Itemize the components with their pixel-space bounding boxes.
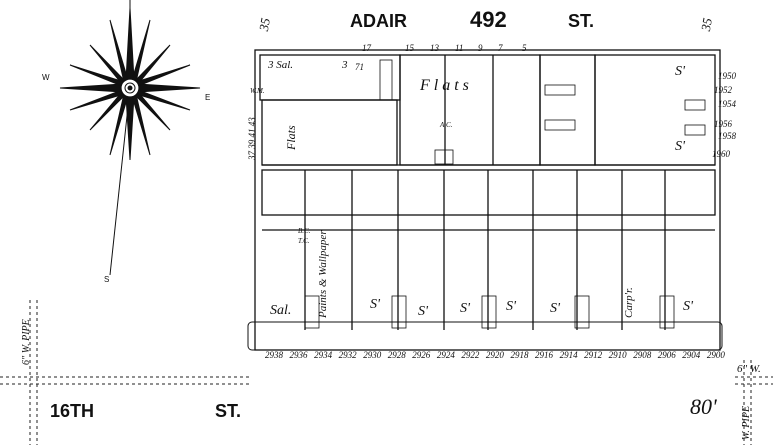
misc-bc: B.C. bbox=[298, 227, 311, 235]
store-label-3: S' bbox=[370, 297, 380, 312]
carpenter-label: Carp'r. bbox=[623, 287, 635, 318]
top-address-7: 7 bbox=[498, 43, 503, 53]
compass-south: S bbox=[104, 275, 110, 284]
right-address-1950: 1950 bbox=[718, 71, 736, 81]
water-pipe-lines bbox=[0, 300, 773, 445]
address: 2924 bbox=[436, 350, 455, 360]
compass-rose-icon bbox=[59, 0, 201, 276]
address: 2908 bbox=[633, 350, 652, 360]
label-three: 3 bbox=[342, 59, 348, 71]
address: 2918 bbox=[510, 350, 529, 360]
address: 2930 bbox=[363, 350, 382, 360]
misc-wm: W.M. bbox=[250, 87, 265, 95]
compass-west: W bbox=[42, 73, 50, 82]
address: 2914 bbox=[559, 350, 578, 360]
street-label-adair-st: ST. bbox=[568, 11, 595, 31]
corner-number-right: 35 bbox=[697, 16, 716, 33]
address: 2920 bbox=[485, 350, 504, 360]
frontage-dimension: 80' bbox=[690, 394, 717, 419]
address: 2936 bbox=[289, 350, 308, 360]
paints-wallpaper-label: Paints & Wallpaper bbox=[317, 230, 329, 318]
street-label-16th-st: ST. bbox=[215, 401, 242, 421]
store-label-7: S' bbox=[550, 301, 560, 316]
label-seventeen: 17 bbox=[362, 43, 371, 53]
left-side-addresses: 37 39 41 43 bbox=[247, 117, 257, 160]
address: 2904 bbox=[682, 350, 701, 360]
right-address-1952: 1952 bbox=[714, 85, 732, 95]
label-three-sal: 3 Sal. bbox=[268, 59, 294, 71]
store-label-6: S' bbox=[506, 299, 516, 314]
stair-hatches bbox=[304, 59, 706, 329]
city-block bbox=[247, 49, 723, 351]
misc-tc: T.C. bbox=[298, 237, 310, 245]
top-address-5: 5 bbox=[522, 43, 527, 53]
address: 2900 bbox=[706, 350, 725, 360]
label-seventy-one: 71 bbox=[355, 62, 364, 72]
street-label-16th: 16TH bbox=[50, 401, 95, 421]
store-label-4: S' bbox=[418, 304, 428, 319]
store-label-2: S' bbox=[675, 139, 685, 154]
compass-east: E bbox=[205, 93, 211, 102]
sheet-number: 492 bbox=[470, 7, 507, 32]
address: 2938 bbox=[265, 350, 283, 360]
address: 2912 bbox=[584, 350, 603, 360]
right-address-1958: 1958 bbox=[718, 131, 736, 141]
top-address-13: 13 bbox=[430, 43, 439, 53]
misc-ac: A.C. bbox=[440, 121, 453, 129]
store-label-5: S' bbox=[460, 301, 470, 316]
address: 2926 bbox=[412, 350, 431, 360]
flats-label-left: Flats bbox=[284, 125, 298, 150]
address: 2916 bbox=[535, 350, 554, 360]
store-label-1: S' bbox=[675, 64, 685, 79]
left-pipe-label: 6" W. PIPE bbox=[21, 319, 32, 365]
address: 2932 bbox=[338, 350, 357, 360]
saloon-label: Sal. bbox=[270, 303, 292, 318]
right-address-1956: 1956 bbox=[714, 119, 732, 129]
top-address-9: 9 bbox=[478, 43, 483, 53]
address: 2910 bbox=[608, 350, 627, 360]
top-address-15: 15 bbox=[405, 43, 414, 53]
right-pipe-vertical: W. PIPE bbox=[741, 405, 752, 440]
right-pipe-label: 6" W. bbox=[737, 363, 761, 375]
top-address-11: 11 bbox=[455, 43, 464, 53]
bottom-address-strip: 2938 2936 2934 2932 2930 2928 2926 2924 … bbox=[265, 350, 725, 364]
address: 2906 bbox=[657, 350, 676, 360]
street-label-adair: ADAIR bbox=[350, 11, 407, 31]
address: 2934 bbox=[314, 350, 333, 360]
store-label-8: S' bbox=[683, 299, 693, 314]
address: 2928 bbox=[387, 350, 406, 360]
right-address-1960: 1960 bbox=[712, 149, 730, 159]
flats-label-center: F l a t s bbox=[420, 77, 469, 94]
address: 2922 bbox=[461, 350, 480, 360]
right-address-1954: 1954 bbox=[718, 99, 736, 109]
corner-number-left: 35 bbox=[255, 16, 274, 33]
